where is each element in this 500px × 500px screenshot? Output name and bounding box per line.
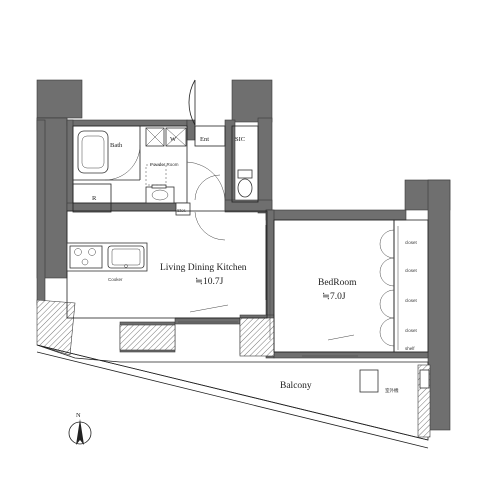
bedroom-name-label: BedRoom	[318, 278, 357, 288]
closet-label-3: closet	[405, 298, 418, 303]
ldk-area-label: ≒10.7J	[195, 277, 224, 287]
ldk-area	[66, 183, 271, 340]
entrance-label: Ent	[200, 136, 209, 143]
refrigerator-space	[72, 183, 112, 213]
wc-label: W	[170, 136, 177, 143]
balcony-area	[36, 344, 431, 449]
cooker-label: Cooker	[108, 277, 123, 282]
balcony-label: Balcony	[280, 381, 312, 391]
closet-label-1: closet	[405, 240, 418, 245]
bathroom-block	[72, 125, 188, 204]
washbasin	[145, 186, 175, 204]
refrigerator-label: R	[92, 195, 97, 202]
bedroom-area	[273, 219, 429, 357]
powder-room-label: Powder Room	[150, 162, 179, 167]
entrance-area	[175, 79, 259, 241]
north-label: N	[76, 412, 81, 419]
outdoor-unit-label: 室外機	[385, 387, 399, 394]
ldk-name-label: Living Dining Kitchen	[160, 263, 247, 273]
north-arrow	[68, 419, 92, 445]
kitchen-sink	[107, 245, 145, 269]
storage-label: Stor.	[177, 208, 186, 213]
bath-label: Bath	[110, 142, 123, 149]
sic-label: SIC	[235, 136, 245, 143]
bedroom-area-label: ≒7.0J	[322, 292, 346, 302]
closet-label-2: closet	[405, 268, 418, 273]
closet-label-4: closet	[405, 328, 418, 333]
shelf-label: shelf	[405, 346, 415, 351]
bathtub	[77, 130, 109, 174]
toilet	[237, 169, 253, 179]
